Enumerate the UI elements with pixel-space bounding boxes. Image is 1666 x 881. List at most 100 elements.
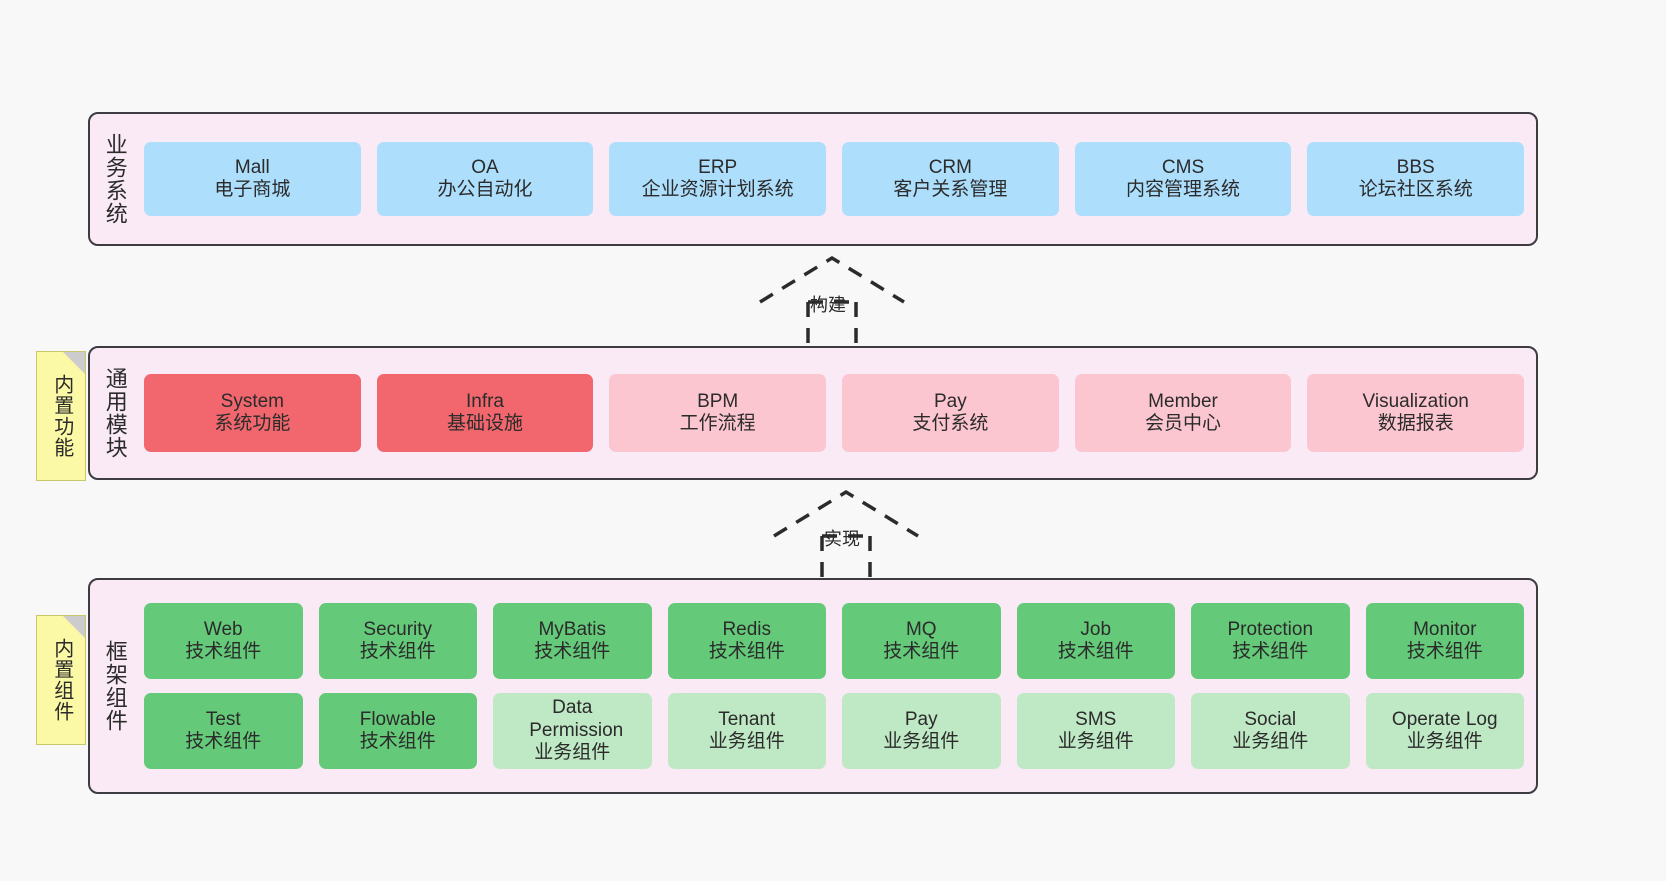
component-name: Social xyxy=(1244,708,1297,730)
component-monitor[interactable]: Monitor 技术组件 xyxy=(1365,603,1524,679)
component-name: BBS xyxy=(1396,156,1435,178)
component-sms[interactable]: SMS 业务组件 xyxy=(1016,693,1175,769)
component-subtitle: 技术组件 xyxy=(359,731,436,752)
component-name: Tenant xyxy=(718,708,776,730)
layer-body-business-systems: Mall 电子商城 OA 办公自动化 ERP 企业资源计划系统 CRM 客户关系… xyxy=(140,114,1536,244)
row-tech-components: Web 技术组件 Security 技术组件 MyBatis 技术组件 Redi… xyxy=(144,603,1524,679)
row-business-components: Test 技术组件 Flowable 技术组件 Data Permission … xyxy=(144,693,1524,769)
component-subtitle: 业务组件 xyxy=(1232,731,1309,752)
component-subtitle: 技术组件 xyxy=(185,641,262,662)
component-name: Data Permission xyxy=(529,697,624,741)
component-subtitle: 技术组件 xyxy=(534,641,611,662)
component-web[interactable]: Web 技术组件 xyxy=(144,603,303,679)
module-infra[interactable]: Infra 基础设施 xyxy=(376,374,594,452)
component-operate-log[interactable]: Operate Log 业务组件 xyxy=(1365,693,1524,769)
layer-body-common-modules: System 系统功能 Infra 基础设施 BPM 工作流程 Pay 支付系统… xyxy=(140,348,1536,478)
component-name: Pay xyxy=(933,390,967,412)
component-cms[interactable]: CMS 内容管理系统 xyxy=(1074,142,1292,216)
component-name: Flowable xyxy=(359,708,436,730)
layer-title-business-systems: 业务系统 xyxy=(102,133,128,225)
module-member[interactable]: Member 会员中心 xyxy=(1074,374,1292,452)
component-subtitle: 业务组件 xyxy=(534,742,611,764)
layer-title-framework-components: 框架组件 xyxy=(102,640,128,732)
component-subtitle: 内容管理系统 xyxy=(1126,179,1241,200)
component-bbs[interactable]: BBS 论坛社区系统 xyxy=(1307,142,1525,216)
layer-body-framework-components: Web 技术组件 Security 技术组件 MyBatis 技术组件 Redi… xyxy=(140,580,1536,792)
note-builtin-function: 内置功能 xyxy=(36,351,86,481)
component-redis[interactable]: Redis 技术组件 xyxy=(667,603,826,679)
component-subtitle: 基础设施 xyxy=(447,413,524,434)
connector-implement: 实现 xyxy=(766,486,926,582)
component-subtitle: 技术组件 xyxy=(185,731,262,752)
component-pay[interactable]: Pay 业务组件 xyxy=(842,693,1001,769)
component-name: Mall xyxy=(234,156,270,178)
row-common-modules: System 系统功能 Infra 基础设施 BPM 工作流程 Pay 支付系统… xyxy=(144,374,1525,452)
component-name: Monitor xyxy=(1413,618,1477,640)
component-mybatis[interactable]: MyBatis 技术组件 xyxy=(493,603,652,679)
module-bpm[interactable]: BPM 工作流程 xyxy=(609,374,827,452)
component-subtitle: 技术组件 xyxy=(359,641,436,662)
component-crm[interactable]: CRM 客户关系管理 xyxy=(842,142,1059,216)
component-name: System xyxy=(220,390,285,412)
note-builtin-component: 内置组件 xyxy=(36,615,86,745)
connector-build-label: 构建 xyxy=(810,295,846,315)
component-name: Operate Log xyxy=(1391,708,1498,730)
component-oa[interactable]: OA 办公自动化 xyxy=(376,142,594,216)
component-name: MyBatis xyxy=(538,618,607,640)
component-subtitle: 业务组件 xyxy=(883,731,960,752)
note-builtin-component-label: 内置组件 xyxy=(50,638,73,722)
component-subtitle: 技术组件 xyxy=(1406,641,1483,662)
component-name: MQ xyxy=(905,618,937,640)
row-business-systems: Mall 电子商城 OA 办公自动化 ERP 企业资源计划系统 CRM 客户关系… xyxy=(144,142,1525,216)
module-pay[interactable]: Pay 支付系统 xyxy=(842,374,1059,452)
component-flowable[interactable]: Flowable 技术组件 xyxy=(318,693,477,769)
layer-business-systems: 业务系统 Mall 电子商城 OA 办公自动化 ERP 企业资源计划系统 CRM… xyxy=(88,112,1538,246)
component-name: CMS xyxy=(1161,156,1205,178)
component-subtitle: 技术组件 xyxy=(1232,641,1309,662)
component-subtitle: 技术组件 xyxy=(883,641,960,662)
component-name: Test xyxy=(205,708,241,730)
component-name: Infra xyxy=(465,390,505,412)
component-mq[interactable]: MQ 技术组件 xyxy=(842,603,1001,679)
component-tenant[interactable]: Tenant 业务组件 xyxy=(667,693,826,769)
component-name: Web xyxy=(203,618,243,640)
component-social[interactable]: Social 业务组件 xyxy=(1191,693,1350,769)
component-protection[interactable]: Protection 技术组件 xyxy=(1191,603,1350,679)
module-system[interactable]: System 系统功能 xyxy=(144,374,361,452)
connector-build-icon xyxy=(759,255,905,346)
layer-framework-components: 框架组件 Web 技术组件 Security 技术组件 MyBatis 技术组件… xyxy=(88,578,1538,794)
component-name: BPM xyxy=(697,390,739,412)
component-subtitle: 业务组件 xyxy=(1406,731,1483,752)
module-visualization[interactable]: Visualization 数据报表 xyxy=(1307,374,1525,452)
component-name: Member xyxy=(1148,390,1218,412)
component-name: Visualization xyxy=(1362,390,1469,412)
component-name: OA xyxy=(471,156,499,178)
connector-implement-icon xyxy=(773,489,919,580)
component-name: ERP xyxy=(698,156,738,178)
component-name: CRM xyxy=(928,156,972,178)
component-test[interactable]: Test 技术组件 xyxy=(144,693,303,769)
layer-common-modules: 通用模块 System 系统功能 Infra 基础设施 BPM 工作流程 Pay… xyxy=(88,346,1538,480)
component-name: Job xyxy=(1080,618,1112,640)
component-name: Security xyxy=(363,618,433,640)
component-name: Protection xyxy=(1227,618,1314,640)
component-subtitle: 业务组件 xyxy=(1057,731,1134,752)
component-subtitle: 技术组件 xyxy=(708,641,785,662)
component-subtitle: 电子商城 xyxy=(214,179,291,200)
component-subtitle: 数据报表 xyxy=(1377,413,1454,434)
note-builtin-function-label: 内置功能 xyxy=(50,374,73,458)
component-job[interactable]: Job 技术组件 xyxy=(1016,603,1175,679)
component-security[interactable]: Security 技术组件 xyxy=(318,603,477,679)
connector-build: 构建 xyxy=(752,252,912,348)
component-subtitle: 技术组件 xyxy=(1057,641,1134,662)
layer-title-common-modules: 通用模块 xyxy=(102,367,128,459)
component-data-permission[interactable]: Data Permission 业务组件 xyxy=(493,693,652,769)
component-name: Pay xyxy=(904,708,938,730)
component-name: SMS xyxy=(1075,708,1117,730)
component-subtitle: 会员中心 xyxy=(1145,413,1222,434)
component-mall[interactable]: Mall 电子商城 xyxy=(144,142,361,216)
component-erp[interactable]: ERP 企业资源计划系统 xyxy=(609,142,827,216)
component-subtitle: 工作流程 xyxy=(679,413,756,434)
component-subtitle: 支付系统 xyxy=(912,413,989,434)
